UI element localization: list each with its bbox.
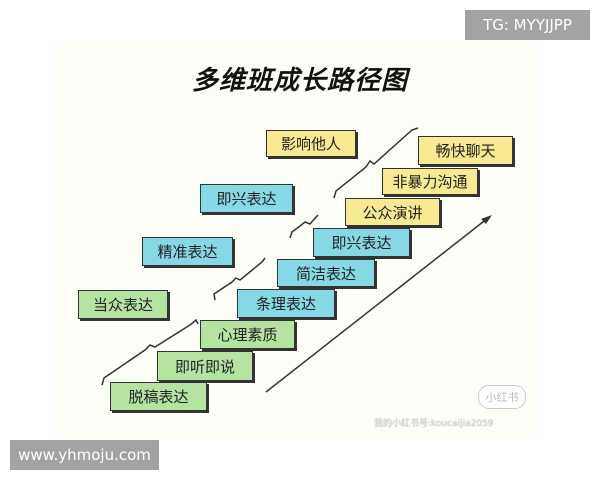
site-watermark: www.yhmoju.com [10,440,159,470]
bracket-green-icon [101,318,199,386]
stair-box: 非暴力沟通 [382,168,478,195]
stair-box: 公众演讲 [345,198,440,226]
stair-box: 脱稿表达 [110,382,207,411]
stair-box: 畅快聊天 [418,136,513,165]
group-box-jixing: 即兴表达 [200,184,293,213]
group-box-jingzhun: 精准表达 [142,237,233,266]
bracket-blue-upper-icon [289,214,319,239]
stair-box: 条理表达 [237,289,335,318]
stair-box: 即听即说 [157,351,253,381]
group-box-yingxiang: 影响他人 [266,130,356,157]
diagram-title: 多维班成长路径图 [191,66,408,96]
diagram-canvas [55,40,537,440]
group-box-dangzhong: 当众表达 [78,290,168,319]
stair-box: 心理素质 [200,320,295,349]
growth-arrow-icon [265,217,489,393]
stair-box: 简洁表达 [277,259,375,287]
tg-watermark: TG: MYYJJPP [465,10,590,40]
bracket-yellow-icon [333,127,419,199]
xhs-logo-badge: 小红书 [478,385,526,409]
bracket-blue-lower-icon [213,257,266,301]
stair-box: 即兴表达 [313,228,410,257]
xhs-id-watermark: 我的小红书号:koucaijia2059 [374,419,494,429]
